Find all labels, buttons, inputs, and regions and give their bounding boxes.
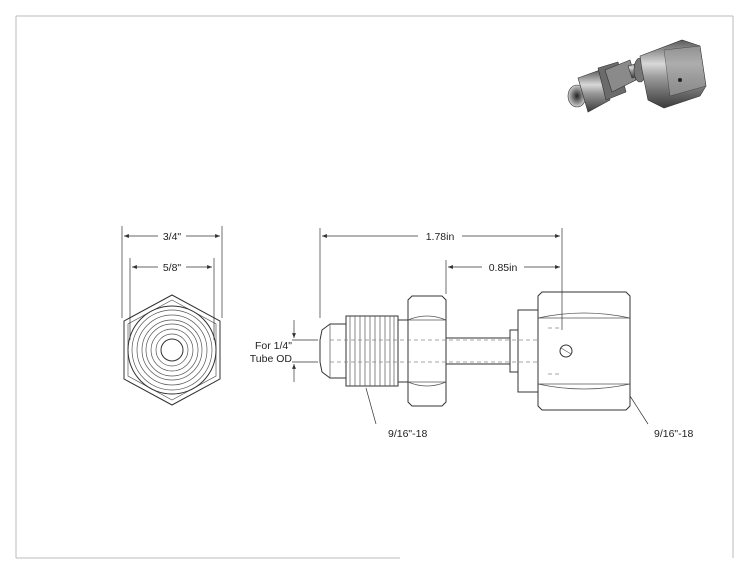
hex-end-view: 3/4" 5/8"	[121, 226, 223, 406]
female-thread-callout: 9/16"-18	[629, 395, 693, 440]
dim-inner-diameter: 5/8"	[129, 258, 215, 340]
dim-partial-length: 0.85in	[445, 260, 560, 294]
sheet-border	[15, 15, 734, 559]
male-thread-callout: 9/16"-18	[365, 387, 427, 440]
male-thread-lines	[349, 316, 395, 386]
tube-od-label-line2: Tube OD	[250, 353, 293, 365]
side-view: 1.78in 0.85in For 1/4" Tube OD 9/16"-18 …	[250, 228, 693, 440]
dim-overall-length: 1.78in	[319, 228, 563, 330]
male-thread-label: 9/16"-18	[388, 428, 427, 440]
dim-inner-diameter-label: 5/8"	[163, 262, 182, 274]
dim-across-flats-label: 3/4"	[163, 231, 182, 243]
isometric-preview-image	[567, 39, 707, 113]
tube-od-callout: For 1/4" Tube OD	[250, 320, 318, 382]
set-screw-hole	[559, 344, 573, 358]
female-thread-label: 9/16"-18	[654, 428, 693, 440]
tube-od-label-line1: For 1/4"	[255, 340, 292, 352]
dim-across-flats: 3/4"	[121, 226, 223, 318]
dim-overall-length-label: 1.78in	[426, 231, 455, 243]
dim-partial-length-label: 0.85in	[489, 262, 518, 274]
